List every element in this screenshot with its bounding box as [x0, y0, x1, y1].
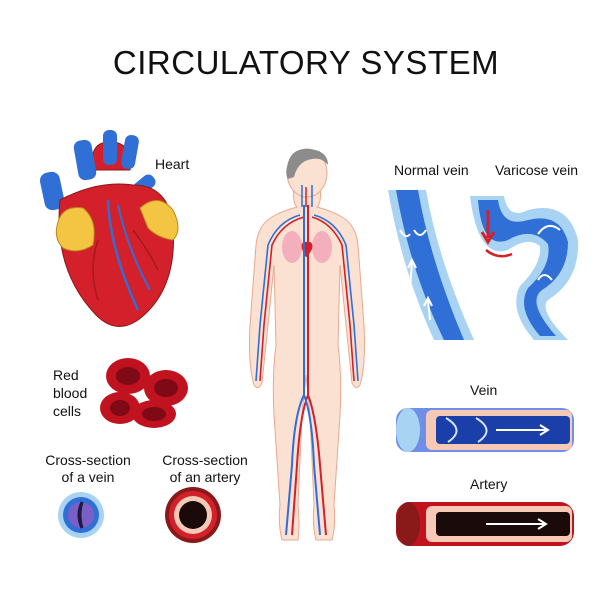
rbc-label-line1: Red [53, 367, 79, 383]
artery-cross-section [165, 487, 221, 543]
artery-label: Artery [470, 476, 508, 492]
cross-section-artery-label-line1: Cross-section [162, 452, 248, 468]
red-blood-cells-illustration [100, 358, 188, 428]
cross-section-vein-label-line1: Cross-section [45, 452, 131, 468]
varicose-vein-illustration [470, 196, 579, 340]
rbc-label-line2: blood [53, 385, 88, 401]
artery-segment-illustration [396, 502, 574, 546]
rbc-label-line3: cells [53, 403, 82, 419]
normal-vein-label: Normal vein [394, 162, 469, 178]
heart-illustration [39, 130, 179, 327]
heart-label: Heart [155, 156, 190, 172]
varicose-vein-label: Varicose vein [495, 162, 579, 178]
human-body-illustration [249, 148, 365, 541]
cross-section-artery-label-line2: of an artery [169, 469, 241, 485]
page-title: CIRCULATORY SYSTEM [112, 44, 500, 81]
vein-label: Vein [470, 382, 498, 398]
vein-cross-section [58, 492, 104, 538]
normal-vein-illustration [388, 190, 474, 340]
cross-section-vein-label-line2: of a vein [61, 469, 115, 485]
vein-segment-illustration [396, 408, 574, 452]
